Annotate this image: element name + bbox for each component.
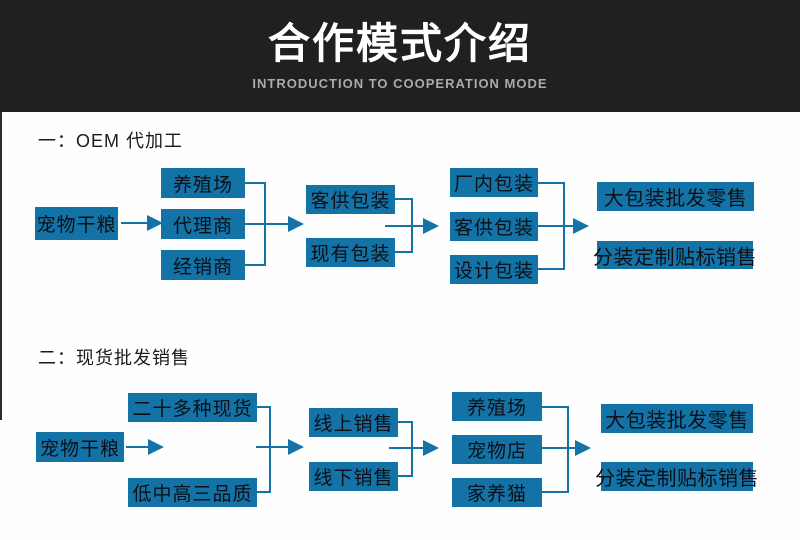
arrow-icon bbox=[288, 216, 304, 232]
node-pet-dry-food-2: 宠物干粮 bbox=[36, 432, 124, 462]
flow-line bbox=[389, 447, 425, 449]
arrow-icon bbox=[423, 218, 439, 234]
arrow-icon bbox=[575, 440, 591, 456]
node-customer-supplied-packaging-2: 客供包装 bbox=[450, 212, 538, 241]
node-factory-packaging: 厂内包装 bbox=[450, 168, 538, 197]
node-customer-supplied-packaging: 客供包装 bbox=[306, 185, 395, 214]
node-repack-custom-label-sales: 分装定制贴标销售 bbox=[593, 241, 757, 269]
section2-heading: 二：现货批发销售 bbox=[38, 348, 190, 368]
node-bulk-pack-wholesale-retail: 大包装批发零售 bbox=[597, 182, 754, 211]
section1-heading: 一：OEM 代加工 bbox=[38, 131, 184, 151]
page-subtitle: INTRODUCTION TO COOPERATION MODE bbox=[252, 75, 548, 91]
flow-line bbox=[121, 222, 147, 224]
node-pet-store: 宠物店 bbox=[452, 435, 542, 464]
flow-line bbox=[567, 406, 569, 493]
arrow-icon bbox=[148, 439, 164, 455]
node-farm-2: 养殖场 bbox=[452, 392, 542, 421]
arrow-icon bbox=[573, 218, 589, 234]
arrow-icon bbox=[423, 440, 439, 456]
node-offline-sales: 线下销售 bbox=[309, 462, 398, 491]
node-repack-custom-label-sales-2: 分装定制贴标销售 bbox=[595, 462, 759, 491]
node-existing-packaging: 现有包装 bbox=[306, 238, 395, 267]
flow-line bbox=[397, 475, 413, 477]
arrow-icon bbox=[288, 439, 304, 455]
flow-line bbox=[244, 264, 266, 266]
node-bulk-pack-wholesale-retail-2: 大包装批发零售 bbox=[601, 404, 753, 433]
node-design-packaging: 设计包装 bbox=[450, 255, 538, 284]
node-online-sales: 线上销售 bbox=[309, 408, 398, 437]
flow-line bbox=[541, 491, 569, 493]
node-house-cat: 家养猫 bbox=[452, 478, 542, 507]
flow-line bbox=[537, 225, 575, 227]
flow-line bbox=[411, 421, 413, 477]
flow-line bbox=[537, 182, 565, 184]
left-edge-line bbox=[0, 112, 2, 420]
flow-line bbox=[256, 406, 271, 408]
arrow-icon bbox=[147, 215, 163, 231]
page-title: 合作模式介绍 bbox=[267, 20, 532, 68]
flow-line bbox=[244, 223, 290, 225]
node-distributor: 经销商 bbox=[161, 250, 245, 280]
flow-line bbox=[126, 446, 150, 448]
flow-line bbox=[269, 406, 271, 493]
flow-line bbox=[394, 251, 413, 253]
flow-line bbox=[537, 268, 565, 270]
flow-line bbox=[244, 182, 266, 184]
node-agent: 代理商 bbox=[161, 209, 245, 239]
flow-line bbox=[385, 225, 425, 227]
header-banner: 合作模式介绍 INTRODUCTION TO COOPERATION MODE bbox=[0, 0, 800, 112]
flow-line bbox=[541, 447, 577, 449]
node-three-quality-grades: 低中高三品质 bbox=[128, 478, 257, 507]
flow-line bbox=[256, 446, 290, 448]
flow-line bbox=[394, 198, 413, 200]
node-twenty-plus-stock-items: 二十多种现货 bbox=[128, 393, 257, 422]
flow-line bbox=[256, 491, 271, 493]
node-pet-dry-food: 宠物干粮 bbox=[35, 207, 118, 240]
node-farm: 养殖场 bbox=[161, 168, 245, 198]
flow-line bbox=[541, 406, 569, 408]
flow-line bbox=[397, 421, 413, 423]
